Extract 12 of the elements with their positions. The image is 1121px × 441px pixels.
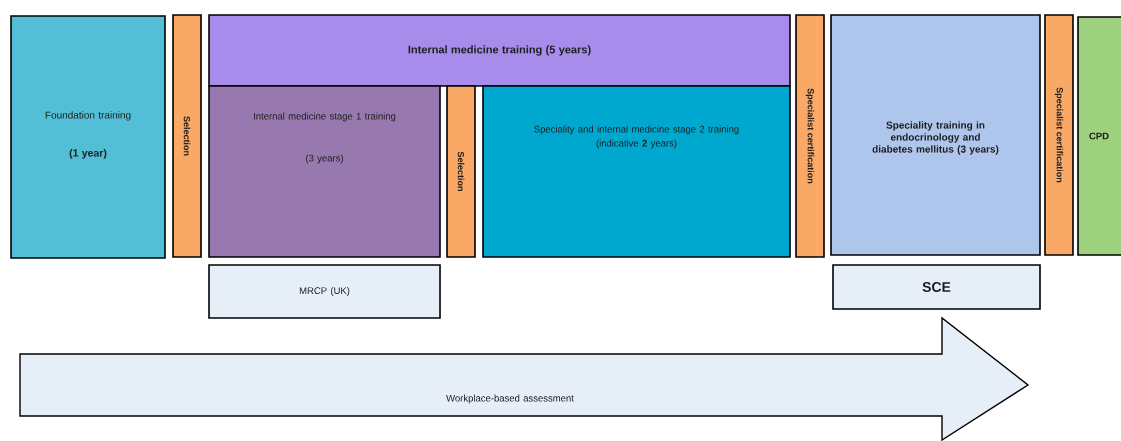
training-box: Foundation training (1 year) xyxy=(10,15,166,259)
certification-bar: Specialist certification xyxy=(1044,14,1074,256)
training-box: Internal medicine stage 1 training (3 years) xyxy=(208,85,441,258)
exam-box: MRCP (UK) xyxy=(208,264,441,319)
selection-bar: Selection xyxy=(172,14,202,258)
exam-box: SCE xyxy=(832,264,1041,310)
training-band: Internal medicine training (5 years) xyxy=(208,14,791,87)
certification-bar: Specialist certification xyxy=(795,14,825,258)
selection-bar: Selection xyxy=(446,85,476,258)
cpd-box: CPD xyxy=(1077,16,1121,256)
training-box: Speciality and internal medicine stage 2 training (indicative 2 years) xyxy=(482,85,791,258)
training-box: Speciality training in endocrinology and diabetes mellitus (3 years) xyxy=(830,14,1041,256)
